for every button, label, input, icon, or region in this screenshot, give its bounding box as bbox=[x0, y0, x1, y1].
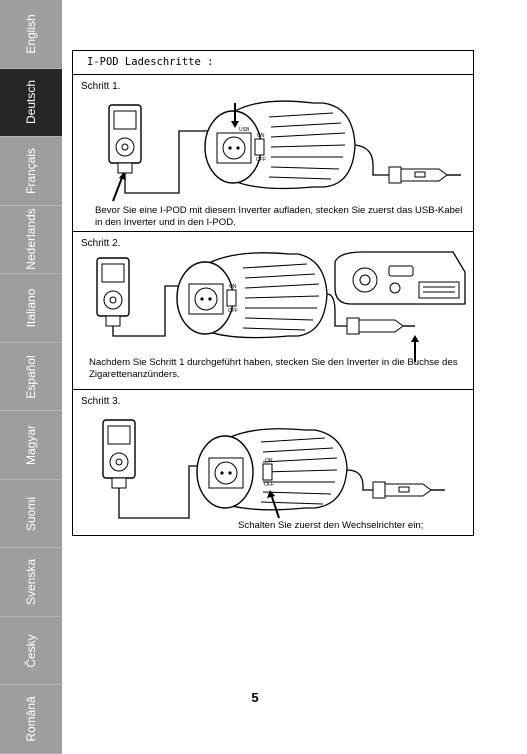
lang-tab-deutsch[interactable]: Deutsch bbox=[0, 68, 62, 138]
lang-tab-label: Magyar bbox=[24, 425, 38, 466]
step-2-panel: ON OFF Schritt 2 bbox=[73, 232, 473, 390]
usb-port-text: USB bbox=[239, 127, 250, 133]
lang-tab-label: Italiano bbox=[24, 288, 38, 328]
charging-steps-frame: I-POD Ladeschritte : bbox=[72, 50, 474, 536]
step-1-diagram: ON OFF USB bbox=[108, 100, 461, 202]
switch-on-text: ON bbox=[257, 133, 265, 139]
lang-tab-label: Français bbox=[24, 147, 38, 194]
inverter-icon: ON OFF bbox=[176, 252, 328, 339]
step-label: Schritt 2. bbox=[81, 238, 121, 249]
lang-tab-romana[interactable]: Română bbox=[0, 685, 62, 754]
lang-tab-label: Česky bbox=[24, 634, 38, 668]
step-3-panel: ON OFF Schritt 3. Schalten Sie zuerst de… bbox=[73, 390, 473, 537]
ipod-icon bbox=[96, 257, 130, 327]
lang-tab-label: English bbox=[24, 14, 38, 54]
switch-off-text: OFF bbox=[228, 308, 238, 314]
switch-off-text: OFF bbox=[256, 157, 266, 163]
step-instruction: Bevor Sie eine I-POD mit diesem Inverter… bbox=[95, 205, 463, 228]
car-plug-icon bbox=[346, 317, 415, 335]
ipod-icon bbox=[102, 419, 136, 489]
ipod-icon bbox=[108, 104, 142, 174]
step-1-panel: ON OFF USB Schritt 1. Bevor Sie eine I-P… bbox=[73, 75, 473, 232]
lang-tab-cesky[interactable]: Česky bbox=[0, 617, 62, 686]
inverter-icon: ON OFF bbox=[196, 428, 348, 511]
car-plug-icon bbox=[388, 166, 461, 184]
switch-on-text: ON bbox=[265, 458, 273, 464]
lang-tab-label: Español bbox=[24, 354, 38, 399]
page-number: 5 bbox=[251, 690, 259, 705]
lang-tab-label: Nederlands bbox=[24, 208, 38, 271]
step-instruction: Schalten Sie zuerst den Wechselrichter e… bbox=[238, 520, 424, 531]
lang-tab-suomi[interactable]: Suomi bbox=[0, 480, 62, 549]
step-2-diagram: ON OFF bbox=[96, 251, 466, 362]
lang-tab-italiano[interactable]: Italiano bbox=[0, 274, 62, 343]
lang-tab-label: Română bbox=[24, 696, 38, 742]
lang-tab-espanol[interactable]: Español bbox=[0, 343, 62, 412]
language-sidebar: English Deutsch Français Nederlands Ital… bbox=[0, 0, 62, 754]
step-instruction: Nachdem Sie Schritt 1 durchgeführt haben… bbox=[89, 357, 458, 380]
lang-tab-english[interactable]: English bbox=[0, 0, 62, 69]
lang-tab-label: Suomi bbox=[24, 496, 38, 531]
switch-on-text: ON bbox=[229, 284, 237, 290]
lang-tab-label: Deutsch bbox=[24, 80, 38, 125]
inverter-icon: ON OFF USB bbox=[204, 100, 356, 190]
step-label: Schritt 3. bbox=[81, 396, 121, 407]
lang-tab-francais[interactable]: Français bbox=[0, 137, 62, 206]
car-plug-icon bbox=[372, 481, 445, 499]
step-3-diagram: ON OFF bbox=[102, 419, 445, 519]
lang-tab-label: Svenska bbox=[24, 559, 38, 606]
lang-tab-nederlands[interactable]: Nederlands bbox=[0, 206, 62, 275]
lang-tab-magyar[interactable]: Magyar bbox=[0, 411, 62, 480]
car-dashboard-icon bbox=[334, 251, 466, 305]
lang-tab-svenska[interactable]: Svenska bbox=[0, 548, 62, 617]
step-label: Schritt 1. bbox=[81, 81, 121, 92]
section-title: I-POD Ladeschritte : bbox=[73, 51, 473, 75]
switch-off-text: OFF bbox=[264, 482, 274, 488]
